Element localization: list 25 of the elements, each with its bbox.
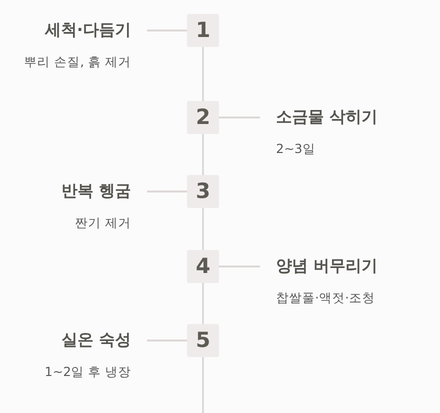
step-number-box: 3: [187, 175, 219, 208]
connector-line: [147, 190, 187, 192]
step-title: 반복 헹굼: [61, 181, 131, 201]
step-description: 2~3일: [276, 141, 316, 157]
connector-line: [219, 266, 260, 268]
connector-line: [147, 340, 187, 342]
connector-line: [202, 208, 204, 250]
step-description: 1~2일 후 냉장: [44, 364, 131, 380]
step-number-box: 4: [187, 250, 219, 283]
step-description: 뿌리 손질, 흙 제거: [24, 54, 131, 70]
step-title: 소금물 삭히기: [276, 107, 378, 127]
connector-line: [147, 30, 187, 32]
connector-line: [202, 357, 204, 413]
step-title: 세척·다듬기: [44, 20, 131, 40]
step-number-box: 2: [187, 101, 219, 134]
connector-line: [202, 47, 204, 101]
step-title: 양념 버무리기: [276, 256, 378, 276]
connector-line: [219, 116, 260, 118]
step-description: 짠기 제거: [75, 215, 131, 231]
connector-line: [202, 134, 204, 175]
connector-line: [202, 283, 204, 324]
step-title: 실온 숙성: [61, 330, 131, 350]
step-number-box: 5: [187, 324, 219, 357]
step-description: 찹쌀풀·액젓·조청: [276, 290, 375, 306]
step-number-box: 1: [187, 14, 219, 47]
